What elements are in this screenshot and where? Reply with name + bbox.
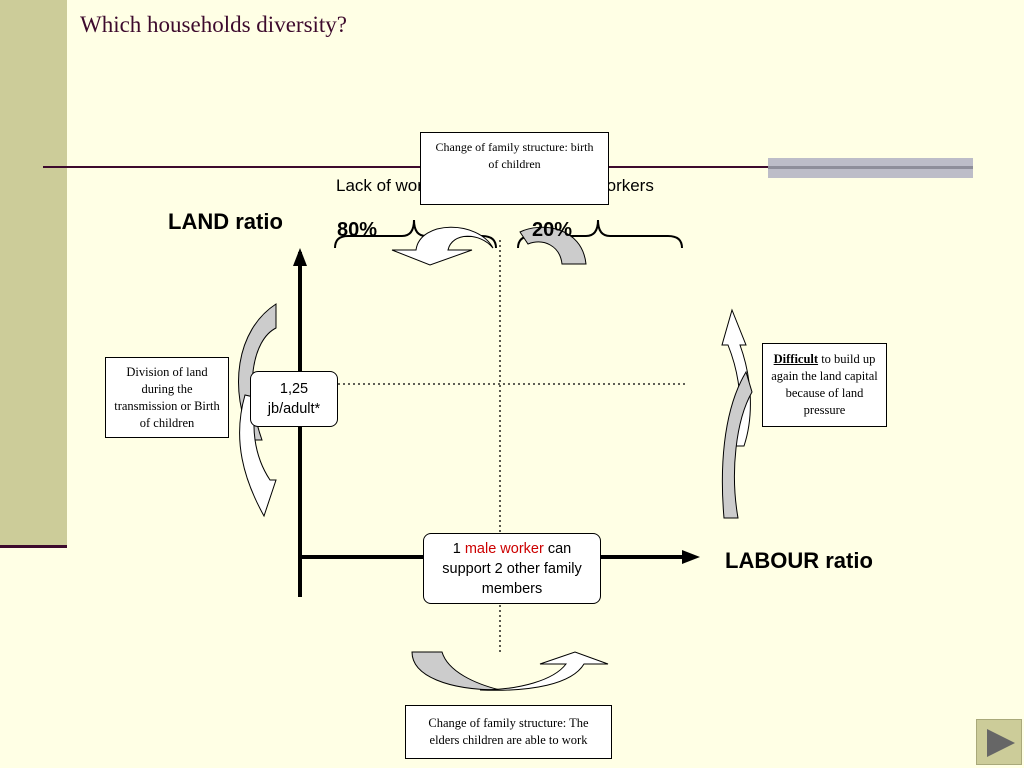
top-structure-text: Change of family structure: birth of chi… — [435, 140, 594, 171]
male-worker-highlight: male worker — [464, 540, 544, 557]
labour-ratio-label: LABOUR ratio — [725, 548, 873, 573]
male-worker-box: 1 male worker can support 2 other family… — [423, 533, 601, 604]
bottom-structure-box: Change of family structure: The elders c… — [405, 705, 612, 759]
y-axis-arrowhead — [293, 248, 307, 266]
accent-bar — [768, 158, 973, 178]
lack-of-worker-label: Lack of worker — [336, 176, 447, 195]
top-curved-arrow-right — [519, 226, 587, 265]
bottom-curved-arrow-white — [479, 651, 609, 691]
male-worker-text: 1 male worker can support 2 other family… — [424, 539, 600, 599]
left-division-box: Division of land during the transmission… — [105, 357, 229, 438]
top-structure-box: Change of family structure: birth of chi… — [420, 132, 609, 205]
page-title: Which households diversity? — [80, 12, 348, 37]
x-axis-arrowhead — [682, 550, 700, 564]
left-band-rule — [0, 545, 67, 548]
bottom-curved-arrow-gray — [411, 651, 501, 691]
left-decor-band — [0, 0, 67, 547]
top-curved-arrow-left — [391, 226, 494, 266]
right-difficult-box: Difficult to build up again the land cap… — [762, 343, 887, 427]
land-ratio-label: LAND ratio — [168, 209, 283, 234]
next-slide-button[interactable] — [976, 719, 1022, 765]
left-division-text: Division of land during the transmission… — [114, 364, 220, 430]
right-curved-arrow-gray — [721, 370, 753, 519]
bottom-structure-text: Change of family structure: The elders c… — [428, 716, 589, 747]
difficult-rest: to build up again the land capital becau… — [771, 352, 878, 417]
difficult-word: Difficult — [773, 352, 819, 366]
brace-lack-of-worker — [334, 219, 497, 249]
threshold-box: 1,25 jb/adult* — [250, 371, 338, 427]
male-worker-prefix: 1 — [452, 540, 465, 557]
threshold-text: 1,25 jb/adult* — [267, 381, 321, 417]
male-worker-suffix: can support 2 other family members — [442, 540, 582, 597]
enough-percentage: 20% — [532, 219, 573, 241]
lack-percentage: 80% — [337, 219, 378, 241]
right-difficult-text: Difficult to build up again the land cap… — [763, 351, 886, 419]
